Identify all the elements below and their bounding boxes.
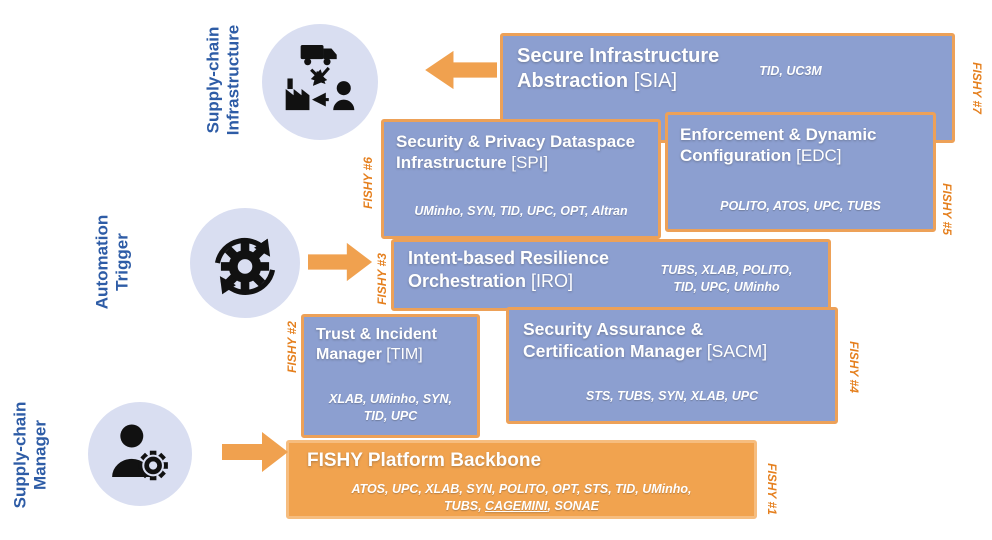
module-iro-title-line1: Intent-based Resilience bbox=[408, 248, 610, 268]
person-gear-icon bbox=[112, 424, 168, 481]
actor-label-supply-chain-manager: Supply-chain Manager bbox=[10, 402, 49, 509]
fishy-label-6: FISHY #6 bbox=[361, 157, 375, 209]
module-tim-partners: XLAB, UMinho, SYN, TID, UPC bbox=[304, 391, 477, 425]
module-iro-title-line2: Orchestration bbox=[408, 270, 527, 291]
module-spi: Security & Privacy Dataspace Infrastruct… bbox=[361, 119, 661, 239]
module-sacm-partners: STS, TUBS, SYN, XLAB, UPC bbox=[585, 389, 759, 404]
module-iro-partners-line2: TID, UPC, UMinho bbox=[673, 279, 780, 294]
supply-chain-infrastructure-circle bbox=[262, 24, 378, 140]
module-iro-partners: TUBS, XLAB, POLITO, TID, UPC, UMinho bbox=[629, 262, 824, 296]
module-tim-title-line1: Trust & Incident bbox=[316, 326, 437, 343]
module-sacm-title-line1: Security Assurance & bbox=[523, 319, 704, 339]
module-edc-title: Enforcement & Dynamic Configuration [EDC… bbox=[668, 115, 933, 176]
actor-label-line1: Supply-chain bbox=[10, 401, 30, 509]
module-tim-title-line2: Manager bbox=[316, 346, 382, 363]
arrow-left-icon bbox=[423, 49, 497, 91]
actor-label-line2: Manager bbox=[30, 420, 49, 490]
backbone-partners: ATOS, UPC, XLAB, SYN, POLITO, OPT, STS, … bbox=[289, 481, 754, 515]
fishy-label-2: FISHY #2 bbox=[285, 321, 299, 373]
backbone-partners-line2-pre: TUBS, bbox=[444, 498, 486, 513]
module-spi-title-line2: Infrastructure bbox=[396, 153, 507, 173]
arrow-right-icon bbox=[222, 430, 290, 474]
supply-chain-manager-circle bbox=[88, 402, 192, 506]
module-edc-title-line1: Enforcement & Dynamic bbox=[680, 125, 877, 144]
module-edc-title-line2: Configuration bbox=[680, 146, 792, 166]
module-sia-title: Secure Infrastructure Abstraction [SIA] bbox=[517, 44, 719, 94]
fishy-label-5: FISHY #5 bbox=[940, 183, 954, 235]
module-iro-title: Intent-based Resilience Orchestration [I… bbox=[408, 247, 609, 292]
module-sia-title-line2: Abstraction bbox=[517, 70, 629, 92]
module-sacm-title-line2: Certification Manager bbox=[523, 340, 702, 361]
module-sia-tag: [SIA] bbox=[633, 70, 678, 92]
module-iro: Intent-based Resilience Orchestration [I… bbox=[375, 239, 831, 311]
module-sacm: Security Assurance & Certification Manag… bbox=[506, 307, 861, 424]
module-sia-title-line1: Secure Infrastructure bbox=[517, 45, 720, 67]
module-spi-title: Security & Privacy Dataspace Infrastruct… bbox=[384, 122, 658, 183]
arrow-right-icon bbox=[308, 241, 374, 283]
actor-label-line1: Supply-chain bbox=[203, 26, 223, 134]
automation-trigger-circle bbox=[190, 208, 300, 318]
actor-label-supply-chain-infrastructure: Supply-chain Infrastructure bbox=[203, 25, 242, 136]
actor-label-line1: Automation bbox=[92, 214, 112, 310]
backbone-partners-line2: TUBS, CAGEMINI, SONAE bbox=[289, 498, 754, 515]
fishy-label-4: FISHY #4 bbox=[847, 341, 861, 393]
module-tim-tag: [TIM] bbox=[386, 346, 423, 363]
module-tim-title: Trust & Incident Manager [TIM] bbox=[304, 317, 477, 373]
module-sacm-title: Security Assurance & Certification Manag… bbox=[509, 310, 835, 372]
actor-label-line2: Infrastructure bbox=[223, 24, 242, 136]
module-spi-partners: UMinho, SYN, TID, UPC, OPT, Altran bbox=[414, 204, 628, 219]
module-iro-partners-line1: TUBS, XLAB, POLITO, bbox=[660, 263, 793, 277]
backbone-partners-line1: ATOS, UPC, XLAB, SYN, POLITO, OPT, STS, … bbox=[351, 482, 692, 496]
actor-label-line2: Trigger bbox=[112, 233, 131, 291]
module-tim-partners-line2: TID, UPC bbox=[363, 409, 418, 424]
module-iro-tag: [IRO] bbox=[531, 270, 574, 291]
module-edc-tag: [EDC] bbox=[796, 146, 842, 166]
module-sia-partners: TID, UC3M bbox=[759, 64, 822, 78]
gear-sync-icon bbox=[214, 237, 276, 295]
backbone-partners-cagemini: CAGEMINI bbox=[485, 498, 548, 513]
truck-factory-person-cycle-icon bbox=[285, 45, 355, 111]
module-edc-partners: POLITO, ATOS, UPC, TUBS bbox=[720, 199, 881, 214]
module-spi-title-line1: Security & Privacy Dataspace bbox=[396, 132, 636, 151]
backbone-partners-line2-post: , SONAE bbox=[547, 498, 599, 513]
module-spi-tag: [SPI] bbox=[511, 153, 549, 173]
module-tim: Trust & Incident Manager [TIM] XLAB, UMi… bbox=[285, 314, 480, 438]
module-tim-partners-line1: XLAB, UMinho, SYN, bbox=[329, 392, 452, 407]
backbone-title: FISHY Platform Backbone bbox=[307, 450, 542, 471]
fishy-label-7: FISHY #7 bbox=[970, 62, 984, 114]
module-sacm-tag: [SACM] bbox=[706, 340, 768, 361]
fishy-label-3: FISHY #3 bbox=[375, 253, 389, 305]
fishy-label-1: FISHY #1 bbox=[765, 463, 779, 515]
backbone-box: FISHY Platform Backbone ATOS, UPC, XLAB,… bbox=[286, 440, 779, 519]
actor-label-automation-trigger: Automation Trigger bbox=[92, 215, 131, 309]
module-edc: Enforcement & Dynamic Configuration [EDC… bbox=[665, 112, 954, 235]
